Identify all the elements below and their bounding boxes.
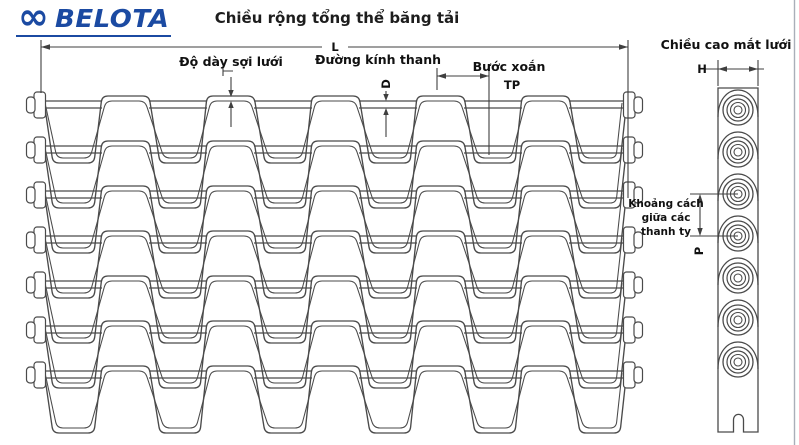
label-rod-spacing-2: giữa các [642,212,691,224]
label-wire-thickness: Độ dày sợi lưới [179,54,283,69]
side-view-mesh [717,87,759,433]
dim-rod-spacing [690,193,738,237]
brand-logo: ∞ BELOTA [16,0,171,38]
dimension-annotations [40,0,796,445]
symbol-mesh-height: H [697,62,707,76]
symbol-twist-pitch: TP [504,78,520,92]
label-rod-diameter: Đường kính thanh [315,52,441,67]
front-view-mesh [25,91,644,434]
infinity-logo-icon: ∞ [18,0,49,38]
dim-mesh-height [704,60,764,86]
diagram-labels: Chiều rộng tổng thể băng tải L Độ dày sợ… [179,8,791,255]
brand-name: BELOTA [54,4,170,33]
main-title: Chiều rộng tổng thể băng tải [215,8,460,27]
dim-wire-thickness [222,66,234,127]
label-rod-spacing-1: Khoảng cách [628,198,704,210]
label-rod-spacing-3: thanh ty [641,226,691,238]
dim-rod-diameter [383,91,389,137]
side-view-title: Chiều cao mắt lưới [661,37,792,52]
dim-twist-pitch [436,68,490,155]
symbol-rod-spacing: P [692,247,706,255]
dim-overall-width [40,40,629,198]
label-twist-pitch: Bước xoắn [473,59,546,74]
thickness-tick-icon [222,66,233,76]
label-overall-width: L [331,40,339,54]
symbol-rod-diameter: D [379,79,393,89]
